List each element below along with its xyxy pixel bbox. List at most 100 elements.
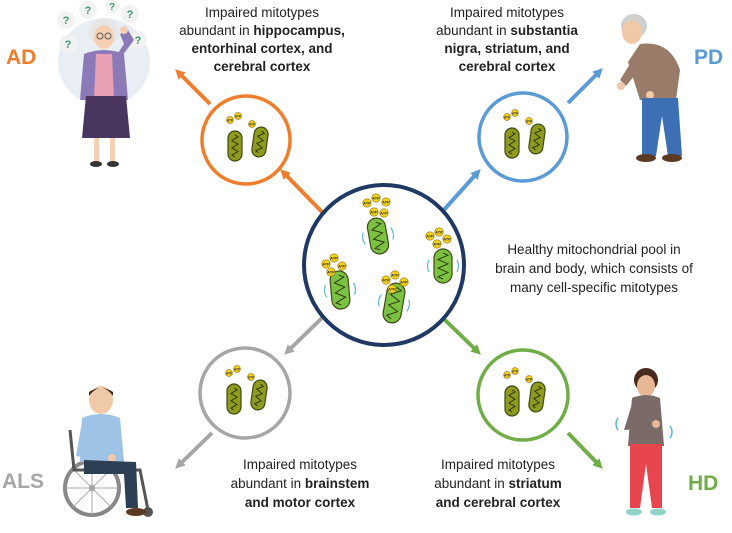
atp-molecule: ATP [369,207,379,217]
atp-text: ATP [330,256,338,261]
atp-molecule: ATP [337,261,347,271]
arrow-center-to-ad [280,169,324,214]
arrow-to-hd-person [566,431,603,469]
atp-text: ATP [512,369,519,373]
ad-description-line1: Impaired mitotypes [205,5,319,20]
atp-molecule: ATP [329,253,339,263]
atp-molecule: ATP [225,369,233,377]
als-person-illustration [63,386,153,517]
atp-molecule: ATP [525,117,533,125]
arrow-to-als-person [175,431,214,469]
atp-molecule: ATP [362,198,372,208]
atp-text: ATP [338,264,346,269]
atp-molecule: ATP [381,275,391,285]
pd-person-illustration [617,14,682,162]
atp-molecule: ATP [503,371,511,379]
pd-description-line3: nigra, striatum, and [444,41,569,56]
center-description: Healthy mitochondrial pool in brain and … [495,242,693,295]
pd-description-line2: abundant in substantia [436,23,578,38]
pd-description-line4: cerebral cortex [459,59,556,74]
atp-text: ATP [504,373,511,377]
atp-molecule: ATP [390,270,400,280]
center-description-line1: Healthy mitochondrial pool in [507,242,680,257]
atp-molecule: ATP [525,375,533,383]
center-description-line3: many cell-specific mitotypes [510,280,678,295]
question-mark: ? [65,39,72,51]
pd-impaired-circle [477,91,569,183]
hd-description-line1: Impaired mitotypes [441,457,555,472]
atp-text: ATP [380,211,388,216]
atp-text: ATP [370,210,378,215]
healthy-mitochondrion [377,282,411,324]
atp-text: ATP [433,242,441,247]
atp-text: ATP [400,280,408,285]
atp-text: ATP [388,287,396,292]
atp-molecule: ATP [247,373,255,381]
impaired-mitochondrion [251,126,269,158]
atp-text: ATP [382,278,390,283]
atp-text: ATP [426,234,434,239]
atp-text: ATP [382,200,390,205]
atp-text: ATP [234,367,241,371]
ad-description: Impaired mitotypes abundant in hippocamp… [179,5,345,74]
atp-molecule: ATP [511,109,519,117]
atp-text: ATP [526,377,533,381]
arrow-to-ad-person [175,69,212,106]
arrow-center-to-als [284,314,326,355]
als-label: ALS [2,470,44,493]
impaired-mitochondrion [528,381,546,413]
atp-text: ATP [526,119,533,123]
healthy-mitochondrion [426,248,460,284]
ad-description-line4: cerebral cortex [214,59,311,74]
arrow-center-to-hd [442,317,481,355]
ad-person-illustration: ? ? ? ? ? ? [57,0,150,167]
atp-molecule: ATP [233,365,241,373]
ad-label: AD [6,46,36,69]
als-description: Impaired mitotypes abundant in brainstem… [231,457,370,510]
atp-molecule: ATP [248,120,256,128]
arrows [175,68,603,469]
arrow-to-pd-person [566,68,603,105]
impaired-mitochondrion [226,383,242,415]
impaired-mitochondrion [227,130,243,162]
pd-description-line1: Impaired mitotypes [450,5,564,20]
pd-label: PD [694,46,723,69]
hd-description-line2: abundant in striatum [434,476,562,491]
als-impaired-circle [198,346,292,440]
atp-text: ATP [443,237,451,242]
atp-text: ATP [249,122,256,126]
als-description-line1: Impaired mitotypes [243,457,357,472]
atp-text: ATP [248,375,255,379]
hd-description: Impaired mitotypes abundant in striatum … [434,457,562,510]
als-description-line2: abundant in brainstem [231,476,370,491]
arrow-center-to-pd [440,169,481,214]
atp-text: ATP [226,371,233,375]
question-mark: ? [135,35,142,47]
atp-text: ATP [391,273,399,278]
atp-molecule: ATP [442,234,452,244]
atp-molecule: ATP [511,367,519,375]
atp-molecule: ATP [399,277,409,287]
hd-impaired-circle [476,348,570,442]
atp-text: ATP [235,114,242,118]
ad-description-line3: entorhinal cortex, and [191,41,332,56]
atp-molecule: ATP [387,284,397,294]
atp-molecule: ATP [379,208,389,218]
atp-molecule: ATP [226,116,234,124]
impaired-mitochondrion [504,385,520,417]
atp-text: ATP [435,230,443,235]
impaired-mitochondrion [504,127,520,159]
atp-molecule: ATP [234,112,242,120]
atp-molecule: ATP [371,193,381,203]
atp-text: ATP [512,111,519,115]
healthy-mitochondrion [361,217,395,255]
hd-person-illustration [615,368,673,516]
question-bubbles: ? ? ? ? ? ? [57,0,147,53]
impaired-mitochondrion [528,123,546,155]
center-description-line2: brain and body, which consists of [495,261,693,276]
healthy-mitochondrion [323,270,357,310]
atp-molecule: ATP [326,267,336,277]
atp-molecule: ATP [503,113,511,121]
